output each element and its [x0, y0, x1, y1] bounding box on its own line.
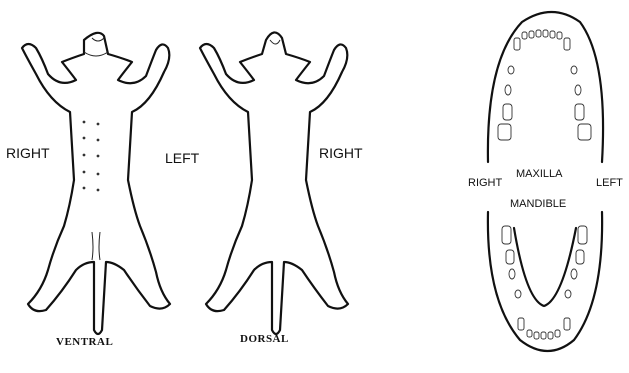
ventral-body-outline [22, 33, 170, 334]
mandible-label: MANDIBLE [510, 198, 566, 210]
dorsal-body-outline [200, 32, 348, 334]
ventral-right-label: RIGHT [6, 145, 50, 161]
ventral-caption: VENTRAL [56, 336, 113, 348]
mandible-teeth [502, 226, 587, 339]
maxilla-teeth [498, 30, 591, 140]
dental-arch-diagram [488, 12, 603, 351]
maxilla-label: MAXILLA [516, 168, 562, 180]
left-label: LEFT [165, 150, 199, 166]
dorsal-caption: DORSAL [240, 333, 289, 345]
dental-left-label: LEFT [596, 177, 623, 189]
dorsal-right-label: RIGHT [319, 145, 363, 161]
dental-right-label: RIGHT [468, 177, 502, 189]
